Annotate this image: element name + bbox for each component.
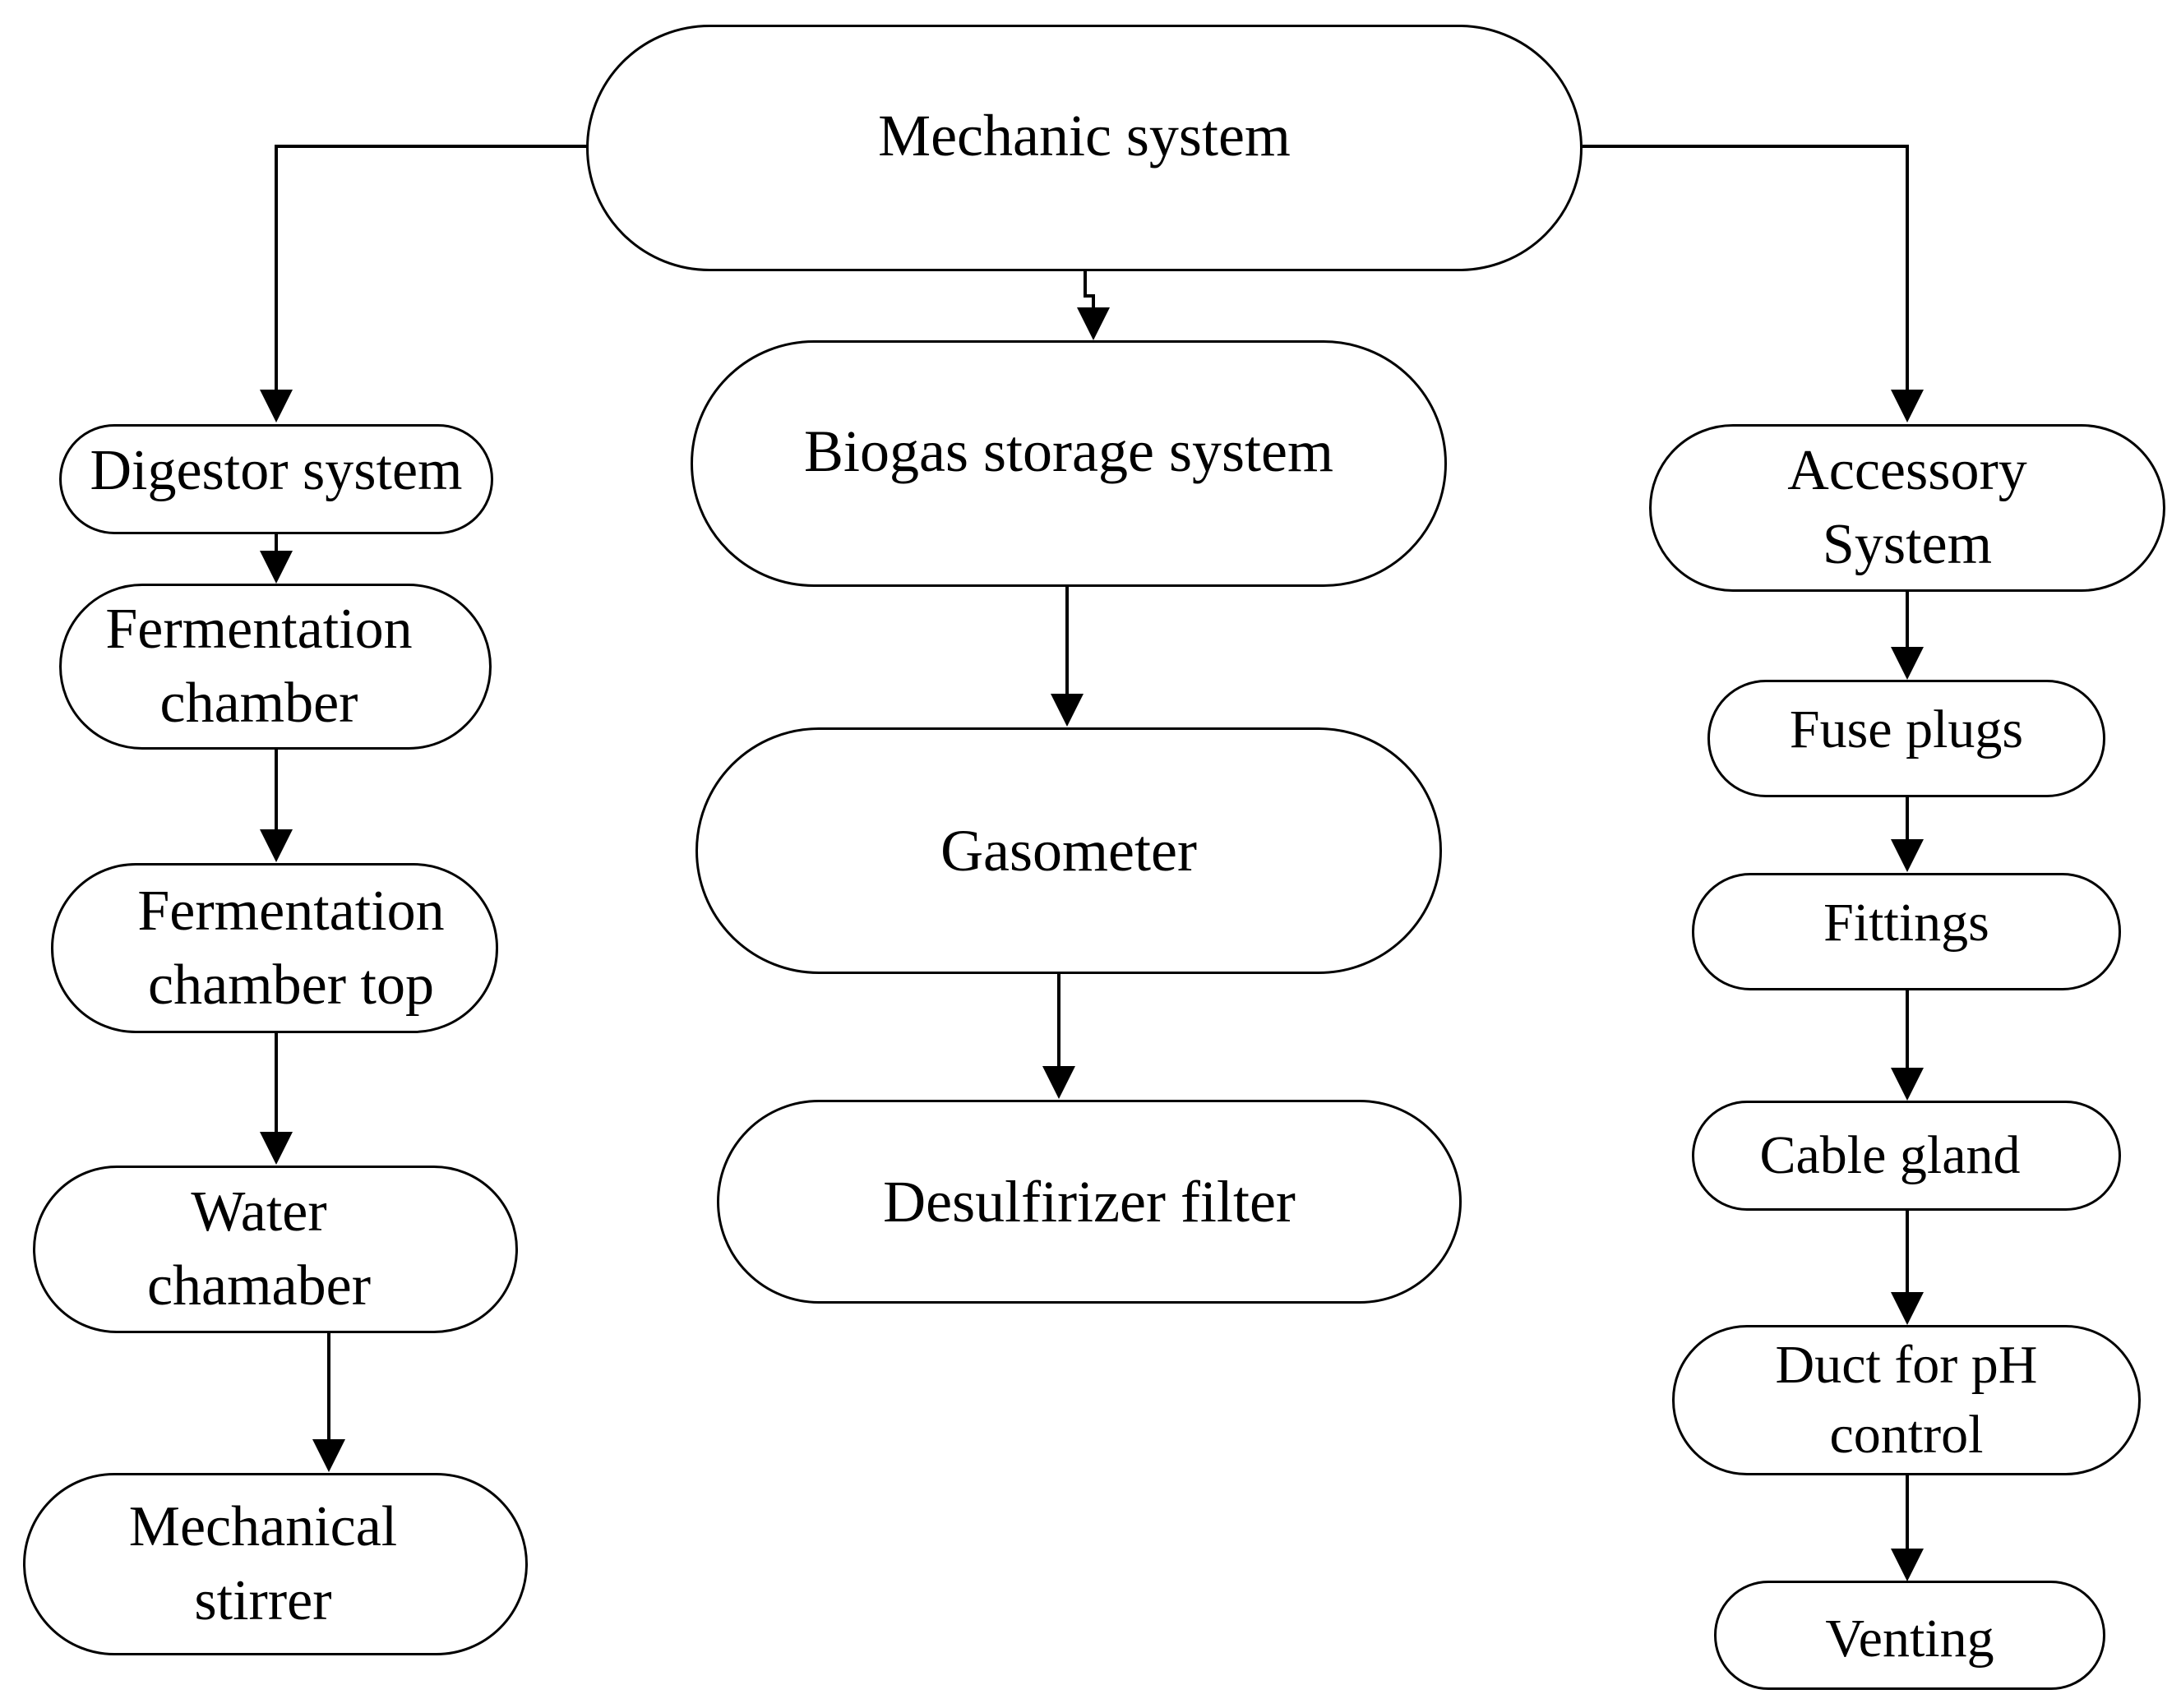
node-label-line2: stirrer: [194, 1569, 332, 1632]
node-mechanic-system: Mechanic system: [586, 25, 1583, 271]
node-label-line2: control: [1829, 1404, 1984, 1465]
node-label-line2: chamber top: [148, 953, 434, 1017]
node-label: Biogas storage system: [804, 418, 1333, 484]
node-label: Digestor system: [90, 439, 463, 503]
node-duct-for-ph-control: Duct for pH control: [1672, 1325, 2141, 1475]
node-label-line1: Fermentation: [137, 879, 445, 943]
node-label-line1: Duct for pH: [1775, 1335, 2038, 1396]
node-gasometer: Gasometer: [695, 727, 1442, 974]
node-label: Fittings: [1823, 893, 1989, 953]
node-label-line1: Accessory: [1787, 439, 2027, 503]
node-desulfirizer-filter: Desulfirizer filter: [717, 1100, 1462, 1304]
node-biogas-storage-system: Biogas storage system: [691, 340, 1447, 587]
node-accessory-system: Accessory System: [1649, 424, 2165, 592]
node-fermentation-chamber-top: Fermentation chamber top: [51, 863, 498, 1033]
node-cable-gland: Cable gland: [1692, 1101, 2121, 1211]
node-label: Cable gland: [1759, 1124, 2021, 1185]
node-label-line2: System: [1822, 513, 1993, 576]
node-venting: Venting: [1714, 1581, 2105, 1690]
node-water-chamaber: Water chamaber: [33, 1166, 518, 1333]
node-label: Fuse plugs: [1789, 699, 2024, 760]
connector-root-center: [1077, 271, 1110, 340]
node-fermentation-chamber: Fermentation chamber: [59, 584, 492, 750]
node-digestor-system: Digestor system: [59, 424, 493, 534]
node-label: Venting: [1825, 1609, 1994, 1669]
node-label-line1: Fermentation: [105, 598, 413, 662]
node-label-line2: chamber: [159, 672, 358, 735]
node-label-line2: chamaber: [146, 1254, 372, 1318]
node-mechanical-stirrer: Mechanical stirrer: [23, 1473, 528, 1655]
node-label-line1: Water: [191, 1180, 327, 1244]
node-label: Gasometer: [940, 817, 1197, 884]
connector-root-left: [260, 145, 588, 422]
node-label: Mechanic system: [878, 102, 1291, 168]
connector-root-right: [1583, 145, 1924, 422]
node-fuse-plugs: Fuse plugs: [1707, 680, 2105, 797]
node-label-line1: Mechanical: [128, 1495, 398, 1559]
node-label: Desulfirizer filter: [883, 1168, 1296, 1235]
node-fittings: Fittings: [1692, 873, 2121, 990]
